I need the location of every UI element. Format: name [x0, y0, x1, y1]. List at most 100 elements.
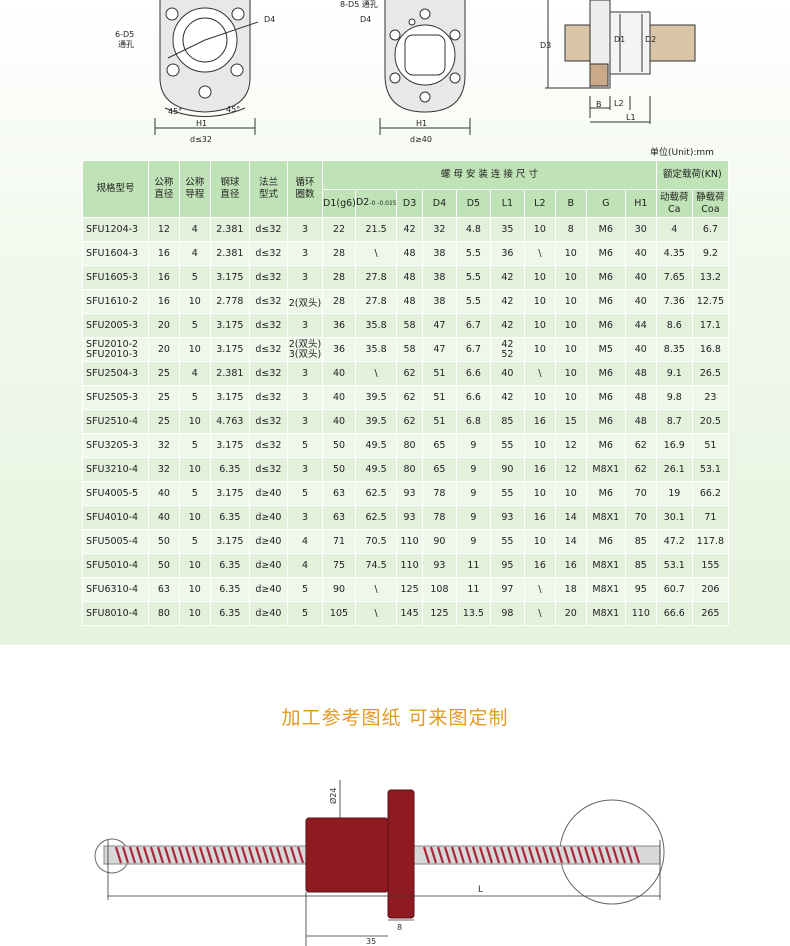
thread-line [534, 846, 543, 864]
cell-coa: 20.5 [691, 409, 730, 434]
thread-line [569, 846, 578, 864]
cell-coa: 71 [691, 505, 730, 530]
thread-line [527, 846, 536, 864]
cell-b: 10 [554, 289, 587, 314]
cell-nominal-dia: 25 [147, 361, 180, 386]
cell-b: 8 [554, 217, 587, 242]
cell-d4: 51 [421, 361, 457, 386]
cell-l1: 42 [489, 265, 525, 290]
cell-ca: 9.1 [655, 361, 693, 386]
cell-ca: 8.35 [655, 337, 693, 362]
cell-ca: 30.1 [655, 505, 693, 530]
cell-ball-dia: 2.381 [209, 361, 250, 386]
cell-ca: 26.1 [655, 457, 693, 482]
cell-lead: 4 [178, 217, 211, 242]
thread-line [184, 846, 193, 864]
cell-coa: 12.75 [691, 289, 730, 314]
cell-ca: 9.8 [655, 385, 693, 410]
thread-line [499, 846, 508, 864]
header-h1: H1 [624, 189, 657, 218]
thread-line [464, 846, 473, 864]
thread-line [576, 846, 585, 864]
cell-circuits: 3 [286, 265, 324, 290]
cell-coa: 6.7 [691, 217, 730, 242]
cell-ball-dia: 2.381 [209, 217, 250, 242]
cell-b: 10 [554, 313, 587, 338]
cell-flange: d≤32 [248, 265, 289, 290]
cell-d4: 78 [421, 505, 457, 530]
thread-line [205, 846, 214, 864]
cell-d3: 125 [396, 577, 423, 602]
cell-lead: 10 [178, 553, 211, 578]
cell-coa: 53.1 [691, 457, 730, 482]
cell-lead: 10 [178, 505, 211, 530]
cell-h1: 70 [624, 505, 657, 530]
cell-d2: 21.5 [354, 217, 398, 242]
cell-circuits: 5 [286, 433, 324, 458]
cell-d1: 40 [322, 385, 356, 410]
cell-b: 14 [554, 529, 587, 554]
cell-d5: 9 [455, 433, 491, 458]
cell-l2: 16 [523, 505, 556, 530]
header-d4: D4 [421, 189, 457, 218]
cell-d2: 70.5 [354, 529, 398, 554]
header-d5: D5 [455, 189, 491, 218]
cell-ca: 7.65 [655, 265, 693, 290]
cell-flange: d≤32 [248, 361, 289, 386]
cell-h1: 40 [624, 337, 657, 362]
cell-coa: 23 [691, 385, 730, 410]
cell-d4: 125 [421, 601, 457, 626]
cell-l2: 10 [523, 313, 556, 338]
cell-d2: 35.8 [354, 313, 398, 338]
cell-b: 10 [554, 265, 587, 290]
thread-line [128, 846, 137, 864]
cell-l2: 10 [523, 217, 556, 242]
cell-d2: 39.5 [354, 409, 398, 434]
cell-d1: 36 [322, 313, 356, 338]
cell-b: 10 [554, 481, 587, 506]
cell-l1: 42 [489, 385, 525, 410]
cell-d3: 80 [396, 457, 423, 482]
thread-line [562, 846, 571, 864]
cell-d4: 47 [421, 313, 457, 338]
cell-d3: 62 [396, 361, 423, 386]
cell-l1: 90 [489, 457, 525, 482]
cell-ca: 66.6 [655, 601, 693, 626]
cell-nominal-dia: 12 [147, 217, 180, 242]
cell-d4: 65 [421, 457, 457, 482]
right-d3-label: D3 [540, 41, 551, 50]
cell-d4: 65 [421, 433, 457, 458]
thread-line [513, 846, 522, 864]
cell-l1: 40 [489, 361, 525, 386]
nut-side-view [545, 0, 696, 124]
cell-g: M8X1 [585, 553, 626, 578]
cell-lead: 10 [178, 337, 211, 362]
cell-g: M6 [585, 241, 626, 266]
cell-h1: 40 [624, 241, 657, 266]
cell-d1: 28 [322, 265, 356, 290]
cell-coa: 155 [691, 553, 730, 578]
thread-line [548, 846, 557, 864]
cell-coa: 51 [691, 433, 730, 458]
cell-nominal-dia: 80 [147, 601, 180, 626]
cell-g: M6 [585, 361, 626, 386]
cell-d1: 22 [322, 217, 356, 242]
cell-g: M8X1 [585, 457, 626, 482]
cell-g: M6 [585, 433, 626, 458]
cell-lead: 4 [178, 241, 211, 266]
cell-ball-dia: 3.175 [209, 265, 250, 290]
cell-model: SFU5010-4 [82, 553, 149, 578]
cell-g: M6 [585, 409, 626, 434]
cell-ball-dia: 6.35 [209, 505, 250, 530]
thread-line [254, 846, 263, 864]
thread-line [156, 846, 165, 864]
left-angle-right: 45° [226, 105, 240, 114]
nut-flange [387, 789, 415, 919]
cell-circuits: 3 [286, 361, 324, 386]
cell-lead: 10 [178, 577, 211, 602]
thread-line [625, 846, 634, 864]
thread-line [268, 846, 277, 864]
